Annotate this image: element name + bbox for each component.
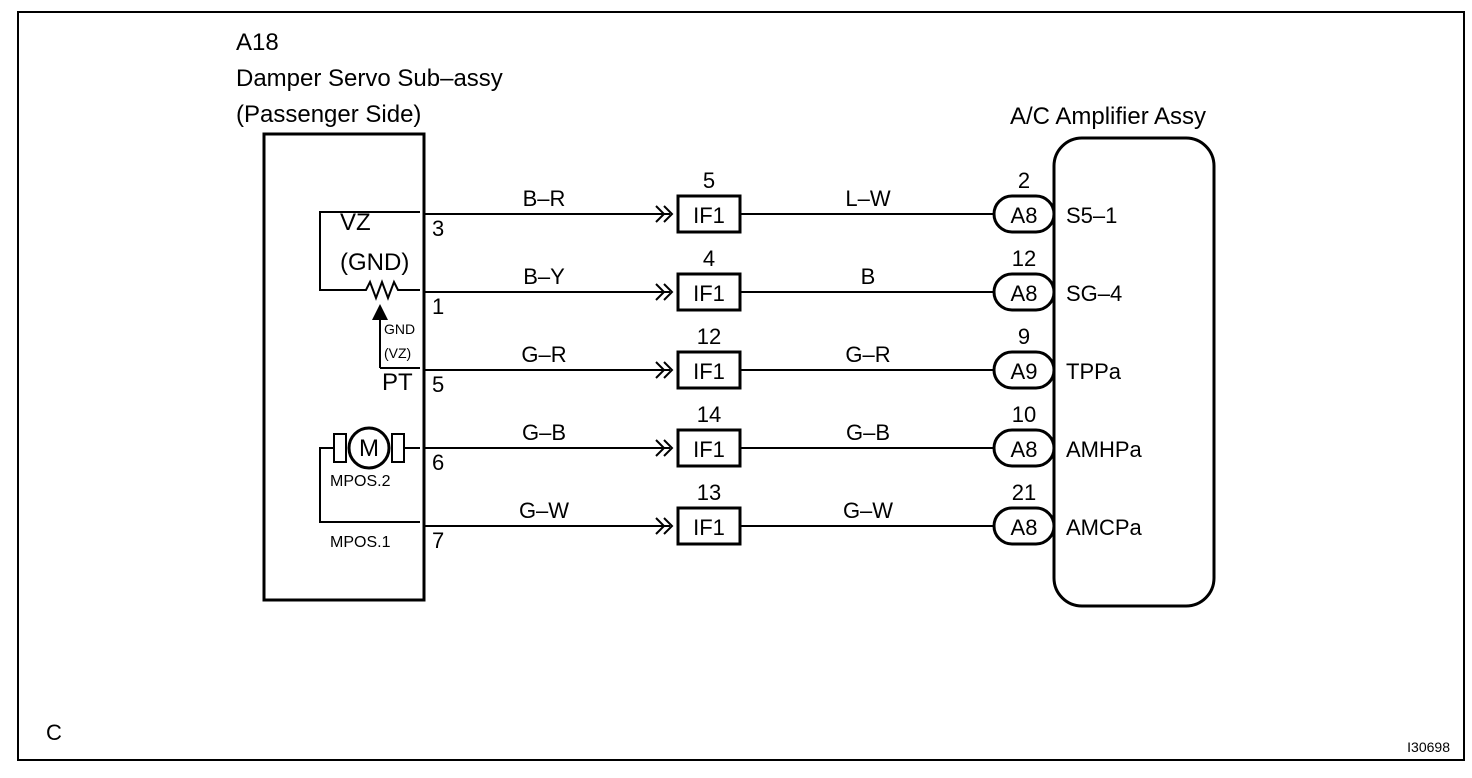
motor-icon — [347, 426, 391, 470]
wire-color-right: G–R — [845, 342, 890, 367]
circuit-row: 3 B–R IF1 5L–W A8 2S5–1 — [424, 168, 1117, 241]
wire-color-right: G–B — [846, 420, 890, 445]
amp-pin: 10 — [1012, 402, 1036, 427]
servo-pin: 6 — [432, 450, 444, 475]
servo-pin: 7 — [432, 528, 444, 553]
circuit-rows: 3B–RIF15L–WA82S5–11B–YIF14BA812SG–45G–RI… — [424, 168, 1143, 553]
connector-pin: 4 — [703, 246, 715, 271]
gnd-small-label: GND — [384, 321, 415, 337]
servo-pin: 5 — [432, 372, 444, 397]
mpos1-label: MPOS.1 — [330, 534, 391, 551]
connector-pin: 13 — [697, 480, 721, 505]
junction-connector — [676, 506, 742, 546]
amp-connector-label: A8 — [1011, 203, 1038, 228]
chevron-icon — [655, 361, 666, 379]
amp-pin: 21 — [1012, 480, 1036, 505]
potentiometer — [319, 211, 420, 369]
signal-name: TPPa — [1066, 359, 1122, 384]
wire-color-left: B–Y — [523, 264, 565, 289]
wire-color-right: B — [861, 264, 876, 289]
amp-connector-label: A8 — [1011, 515, 1038, 540]
motor — [319, 426, 420, 523]
amplifier-name: A/C Amplifier Assy — [1010, 103, 1206, 130]
amplifier-connector — [992, 194, 1056, 234]
amplifier-connector — [992, 506, 1056, 546]
motor-label: M — [359, 435, 379, 462]
diagram-frame — [17, 11, 1465, 761]
amp-connector-label: A9 — [1011, 359, 1038, 384]
wire-color-left: G–B — [522, 420, 566, 445]
wire-color-left: B–R — [523, 186, 566, 211]
wire-color-right: G–W — [843, 498, 893, 523]
junction-connector — [676, 350, 742, 390]
signal-name: AMCPa — [1066, 515, 1143, 540]
amplifier-connector — [992, 350, 1056, 390]
connector-label: IF1 — [693, 437, 725, 462]
servo-name: Damper Servo Sub–assy — [236, 65, 503, 92]
signal-name: AMHPa — [1066, 437, 1143, 462]
chevron-icon — [663, 283, 674, 301]
servo-pin: 1 — [432, 294, 444, 319]
corner-label: C — [46, 720, 62, 745]
servo-pin: 3 — [432, 216, 444, 241]
signal-name: S5–1 — [1066, 203, 1117, 228]
vz-label: VZ — [340, 209, 371, 236]
chevron-icon — [655, 283, 666, 301]
mpos2-label: MPOS.2 — [330, 473, 391, 490]
amp-pin: 9 — [1018, 324, 1030, 349]
connector-pin: 5 — [703, 168, 715, 193]
amplifier-connector — [992, 428, 1056, 468]
connector-pin: 14 — [697, 402, 721, 427]
amp-pin: 12 — [1012, 246, 1036, 271]
signal-name: SG–4 — [1066, 281, 1122, 306]
connector-pin: 12 — [697, 324, 721, 349]
amplifier-connector — [992, 272, 1056, 312]
connector-label: IF1 — [693, 515, 725, 540]
figure-id: I30698 — [1407, 739, 1450, 755]
chevron-icon — [655, 439, 666, 457]
wire-color-left: G–R — [521, 342, 566, 367]
chevron-icon — [663, 517, 674, 535]
chevron-icon — [663, 361, 674, 379]
pt-label: PT — [382, 369, 413, 396]
wire-color-left: G–W — [519, 498, 569, 523]
servo-side: (Passenger Side) — [236, 101, 421, 128]
chevron-icon — [655, 205, 666, 223]
amp-pin: 2 — [1018, 168, 1030, 193]
chevron-icon — [663, 205, 674, 223]
vz-small-label: (VZ) — [384, 345, 411, 361]
servo-box — [262, 132, 426, 602]
connector-label: IF1 — [693, 359, 725, 384]
chevron-icon — [663, 439, 674, 457]
chevron-icon — [655, 517, 666, 535]
wire-color-right: L–W — [845, 186, 890, 211]
amp-connector-label: A8 — [1011, 437, 1038, 462]
connector-label: IF1 — [693, 281, 725, 306]
connector-label: IF1 — [693, 203, 725, 228]
amp-connector-label: A8 — [1011, 281, 1038, 306]
gnd-label: (GND) — [340, 249, 409, 276]
servo-code: A18 — [236, 29, 279, 56]
